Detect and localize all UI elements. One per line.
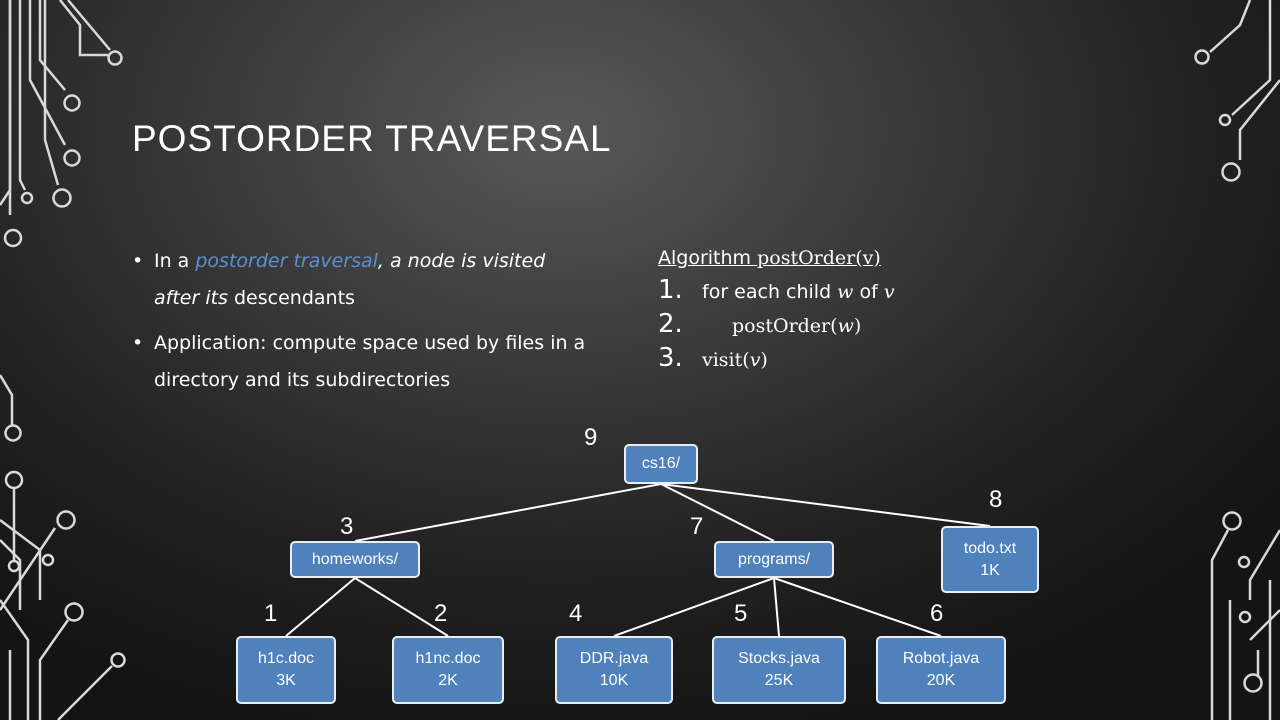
tree-node-robot: Robot.java 20K [876,636,1006,704]
visit-order-homeworks: 3 [340,513,354,540]
tree-edge-cs16-programs [660,483,775,542]
algorithm-step-1: 1. for each child w of v [658,274,895,308]
tree-edge-programs-ddr [613,577,775,637]
bullet-icon: • [132,332,144,354]
bullet-middle: , a node is visited [377,250,546,272]
node-name: homeworks/ [311,550,399,568]
node-name: cs16/ [641,455,681,472]
tree-node-h1nc: h1nc.doc 2K [392,636,504,704]
bullet-item: • In a postorder traversal, a node is vi… [132,243,632,317]
tree-node-homeworks: homeworks/ [290,541,420,578]
tree-edge-cs16-todo [660,483,991,527]
algorithm-block: Algorithm postOrder(v) 1.for each child … [658,242,895,376]
step-number: 3. [658,343,683,373]
node-name: DDR.java [579,650,649,667]
visit-order-stocks: 5 [734,600,748,627]
tree-edge-cs16-homeworks [354,483,662,542]
tree-edge-homeworks-h1nc [354,577,449,637]
node-name: Robot.java [902,650,980,667]
node-size: 3K [276,672,296,689]
node-name: h1c.doc [257,650,315,667]
node-name: h1nc.doc [415,650,481,667]
node-name: programs/ [737,550,811,568]
tree-edge-programs-stocks [773,577,780,637]
bullet-application-text: Application: compute space used by files… [154,332,586,391]
step-var: w [837,281,854,303]
node-size: 2K [438,672,458,689]
node-name: todo.txt [963,539,1017,557]
step-text: for each child [702,281,838,303]
visit-order-h1nc: 2 [434,600,448,627]
bullet-descendants: descendants [227,287,355,309]
step-var: v [883,281,895,303]
slide-title: POSTORDER TRAVERSAL [132,118,612,159]
step-text: postOrder( [732,315,838,337]
tree-node-programs: programs/ [714,541,834,578]
postorder-traversal-term: postorder traversal [195,250,378,272]
visit-order-robot: 6 [930,600,944,627]
step-text: ) [853,315,862,337]
algorithm-header: Algorithm postOrder(v) [658,242,895,274]
node-size: 20K [926,672,956,689]
algorithm-name: postOrder(v) [757,247,881,269]
visit-order-todo: 8 [989,486,1003,513]
bullet-item: • Application: compute space used by fil… [132,325,632,399]
tree-edge-programs-robot [773,577,942,637]
tree-node-ddr: DDR.java 10K [555,636,673,704]
bullet-list: • In a postorder traversal, a node is vi… [132,243,632,407]
tree-edge-homeworks-h1c [285,577,356,637]
bullet-prefix: In a [154,250,196,272]
node-size: 1K [980,561,1000,579]
tree-node-stocks: Stocks.java 25K [712,636,846,704]
step-text: of [853,281,884,303]
visit-order-programs: 7 [690,513,704,540]
visit-order-cs16: 9 [584,424,598,451]
tree-node-todo: todo.txt 1K [941,526,1039,593]
visit-order-h1c: 1 [264,600,278,627]
tree-node-h1c: h1c.doc 3K [236,636,336,704]
tree-node-cs16: cs16/ [624,444,698,484]
algorithm-step-2: 2. postOrder(w) [658,308,895,342]
visit-order-ddr: 4 [569,600,583,627]
algorithm-step-3: 3. visit(v) [658,342,895,376]
node-size: 25K [764,672,794,689]
step-text: ) [760,349,768,371]
step-var: v [749,349,761,371]
algorithm-label: Algorithm [658,247,758,269]
node-size: 10K [599,672,629,689]
step-text: visit( [702,349,750,371]
bullet-icon: • [132,250,144,272]
bullet-after-its: after its [154,287,228,309]
step-number: 1. [658,275,683,305]
node-name: Stocks.java [738,650,820,667]
step-number: 2. [658,309,683,339]
step-var: w [837,315,854,337]
